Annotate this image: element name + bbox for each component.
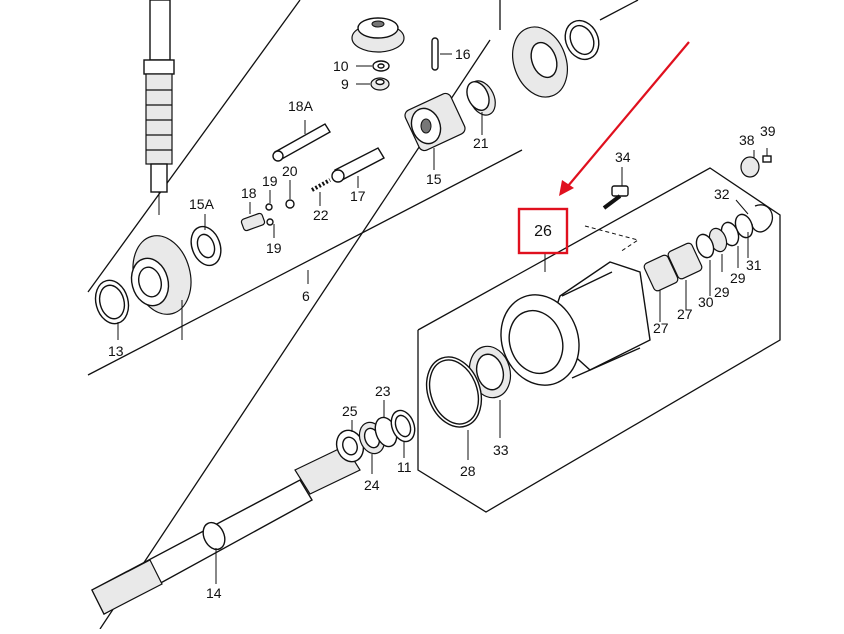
label-11: 11 <box>397 459 412 475</box>
pinion-gear <box>351 17 405 53</box>
label-19-upper: 19 <box>262 173 278 189</box>
plunger-18 <box>240 212 266 232</box>
label-20: 20 <box>282 163 298 179</box>
o-ring-28 <box>425 356 483 460</box>
label-21: 21 <box>473 135 489 151</box>
label-38: 38 <box>739 132 755 148</box>
label-leaders <box>117 53 755 432</box>
washer-25 <box>335 429 365 463</box>
label-39: 39 <box>760 123 776 139</box>
shim-11 <box>390 409 416 458</box>
ball-20 <box>285 199 295 209</box>
washer-10 <box>372 60 390 72</box>
label-15: 15 <box>426 171 442 187</box>
label-31: 31 <box>746 257 762 273</box>
label-34: 34 <box>615 149 631 165</box>
label-14: 14 <box>206 585 222 601</box>
bolt-34 <box>602 167 629 210</box>
bearing-33 <box>468 345 512 438</box>
label-29-right: 29 <box>730 270 746 286</box>
ball-19a <box>265 203 273 211</box>
label-17: 17 <box>350 188 366 204</box>
reverse-gear-6 <box>130 235 192 340</box>
label-23: 23 <box>375 383 391 399</box>
pin-16 <box>431 37 439 71</box>
highlight-26: 26 <box>517 207 569 255</box>
label-28: 28 <box>460 463 476 479</box>
label-24: 24 <box>364 477 380 493</box>
label-13: 13 <box>108 343 124 359</box>
circlip-32 <box>751 204 773 233</box>
label-30: 30 <box>698 294 714 310</box>
shaft-17 <box>331 147 385 188</box>
label-18a: 18A <box>288 98 314 114</box>
label-9: 9 <box>341 76 349 92</box>
label-6: 6 <box>302 288 310 304</box>
ball-19b <box>266 218 274 226</box>
label-18: 18 <box>241 185 257 201</box>
label-19-lower: 19 <box>266 240 282 256</box>
cap-38 <box>740 156 760 178</box>
drive-shaft-top <box>143 0 175 215</box>
forward-gear <box>512 26 568 98</box>
highlight-box <box>517 207 569 255</box>
shim-13 <box>94 279 130 325</box>
bearings-stack <box>643 213 754 322</box>
label-10: 10 <box>333 58 349 74</box>
label-29-left: 29 <box>714 284 730 300</box>
shaft-18a <box>272 120 331 162</box>
label-26: 26 <box>534 223 552 240</box>
label-32: 32 <box>714 186 730 202</box>
screw-39 <box>762 148 772 163</box>
spring-22 <box>311 178 331 206</box>
clutch-15 <box>404 92 466 170</box>
label-15a: 15A <box>189 196 215 212</box>
part-labels: 10 9 16 18A 21 17 15 20 19 19 22 18 15A … <box>108 46 776 601</box>
nut-9 <box>370 77 390 91</box>
label-25: 25 <box>342 403 358 419</box>
gear-housing-26 <box>500 254 651 386</box>
label-16: 16 <box>455 46 471 62</box>
red-arrow <box>559 41 690 196</box>
label-27-right: 27 <box>677 306 693 322</box>
label-27-left: 27 <box>653 320 669 336</box>
label-22: 22 <box>313 207 329 223</box>
bushing-21 <box>466 80 496 135</box>
label-33: 33 <box>493 442 509 458</box>
shim-15a <box>190 225 222 267</box>
propeller-shaft-14 <box>91 445 361 615</box>
shim-ring-top <box>564 19 600 61</box>
